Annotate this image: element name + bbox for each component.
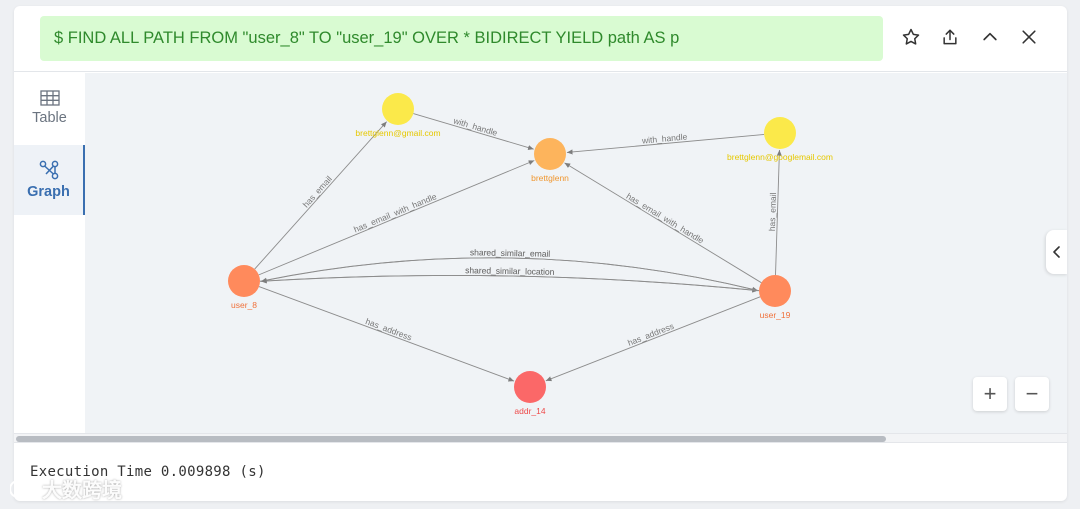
execution-time: Execution Time 0.009898 (s) [30,464,266,480]
graph-edge[interactable] [258,160,535,276]
edge-label: has_address [364,316,413,342]
details-panel-toggle[interactable] [1046,230,1067,274]
node-label: addr_14 [514,406,545,416]
node-label: user_19 [760,310,791,320]
graph-node-addr-14[interactable]: addr_14 [514,371,546,416]
close-icon [1022,30,1036,44]
node-label: user_8 [231,300,257,310]
star-icon [902,28,920,45]
graph-icon [39,160,58,180]
edge-label: has_email [767,192,778,231]
horizontal-scrollbar[interactable] [14,433,1067,443]
zoom-out-button[interactable]: − [1015,377,1049,411]
edge-label: has_email [301,174,334,210]
watermark: 大数跨境 [10,474,122,503]
graph-node-user-19[interactable]: user_19 [759,275,791,320]
edge-label: has_email_with_handle [625,191,706,246]
graph-node-handle[interactable]: brettglenn [531,138,569,183]
graph-edge[interactable] [258,286,515,382]
edge-label: shared_similar_location [465,265,555,277]
watermark-logo-icon [10,479,34,498]
edge-label: has_address [626,321,675,348]
graph-edge[interactable] [775,149,782,276]
graph-edge[interactable] [413,113,534,150]
graph-edge[interactable] [566,134,765,155]
node-circle[interactable] [514,371,546,403]
graph-canvas[interactable]: has_email with_handle with_handle has_email… [85,73,1067,433]
graph-svg: has_email with_handle with_handle has_email… [228,93,833,416]
share-icon [943,29,957,45]
graph-node-user-8[interactable]: user_8 [228,265,260,310]
collapse-result-button[interactable] [977,24,1003,50]
query-text: $ FIND ALL PATH FROM "user_8" TO "user_1… [40,16,883,61]
graph-edge[interactable] [564,162,762,284]
tab-table[interactable]: Table [14,73,85,143]
query-result-card: $ FIND ALL PATH FROM "user_8" TO "user_1… [14,6,1067,501]
chevron-left-icon [1053,246,1060,258]
zoom-in-button[interactable]: + [973,377,1007,411]
node-circle[interactable] [228,265,260,297]
edge-label: shared_similar_email [470,247,551,259]
node-label: brettglenn@googlemail.com [727,152,833,162]
export-button[interactable] [937,24,963,50]
node-circle[interactable] [534,138,566,170]
tab-table-label: Table [32,110,67,126]
graph-edge[interactable] [260,257,760,292]
tab-graph[interactable]: Graph [14,145,85,215]
view-sidebar: Table Graph [14,73,85,433]
node-label: brettglenn@gmail.com [355,128,440,138]
edge-label: shared_similar_email [470,247,551,259]
graph-node-email2[interactable]: brettglenn@googlemail.com [727,117,833,162]
chevron-up-icon [983,32,997,41]
graph-node-email1[interactable]: brettglenn@gmail.com [355,93,441,138]
favorite-button[interactable] [898,24,924,50]
node-label: brettglenn [531,173,569,183]
tab-graph-label: Graph [27,184,70,200]
graph-edge[interactable] [254,121,387,270]
graph-edge[interactable] [545,296,761,382]
edge-label: has_email_with_handle [352,191,438,234]
query-header: $ FIND ALL PATH FROM "user_8" TO "user_1… [14,6,1067,72]
node-circle[interactable] [382,93,414,125]
scrollbar-thumb[interactable] [16,436,886,442]
graph-edge[interactable] [260,275,760,292]
node-circle[interactable] [764,117,796,149]
watermark-text: 大数跨境 [42,480,122,502]
node-circle[interactable] [759,275,791,307]
edge-label: with_handle [641,131,688,145]
edge-label: shared_similar_location [465,265,555,277]
close-result-button[interactable] [1016,24,1042,50]
table-icon [39,90,60,106]
edge-label: with_handle [451,115,499,138]
